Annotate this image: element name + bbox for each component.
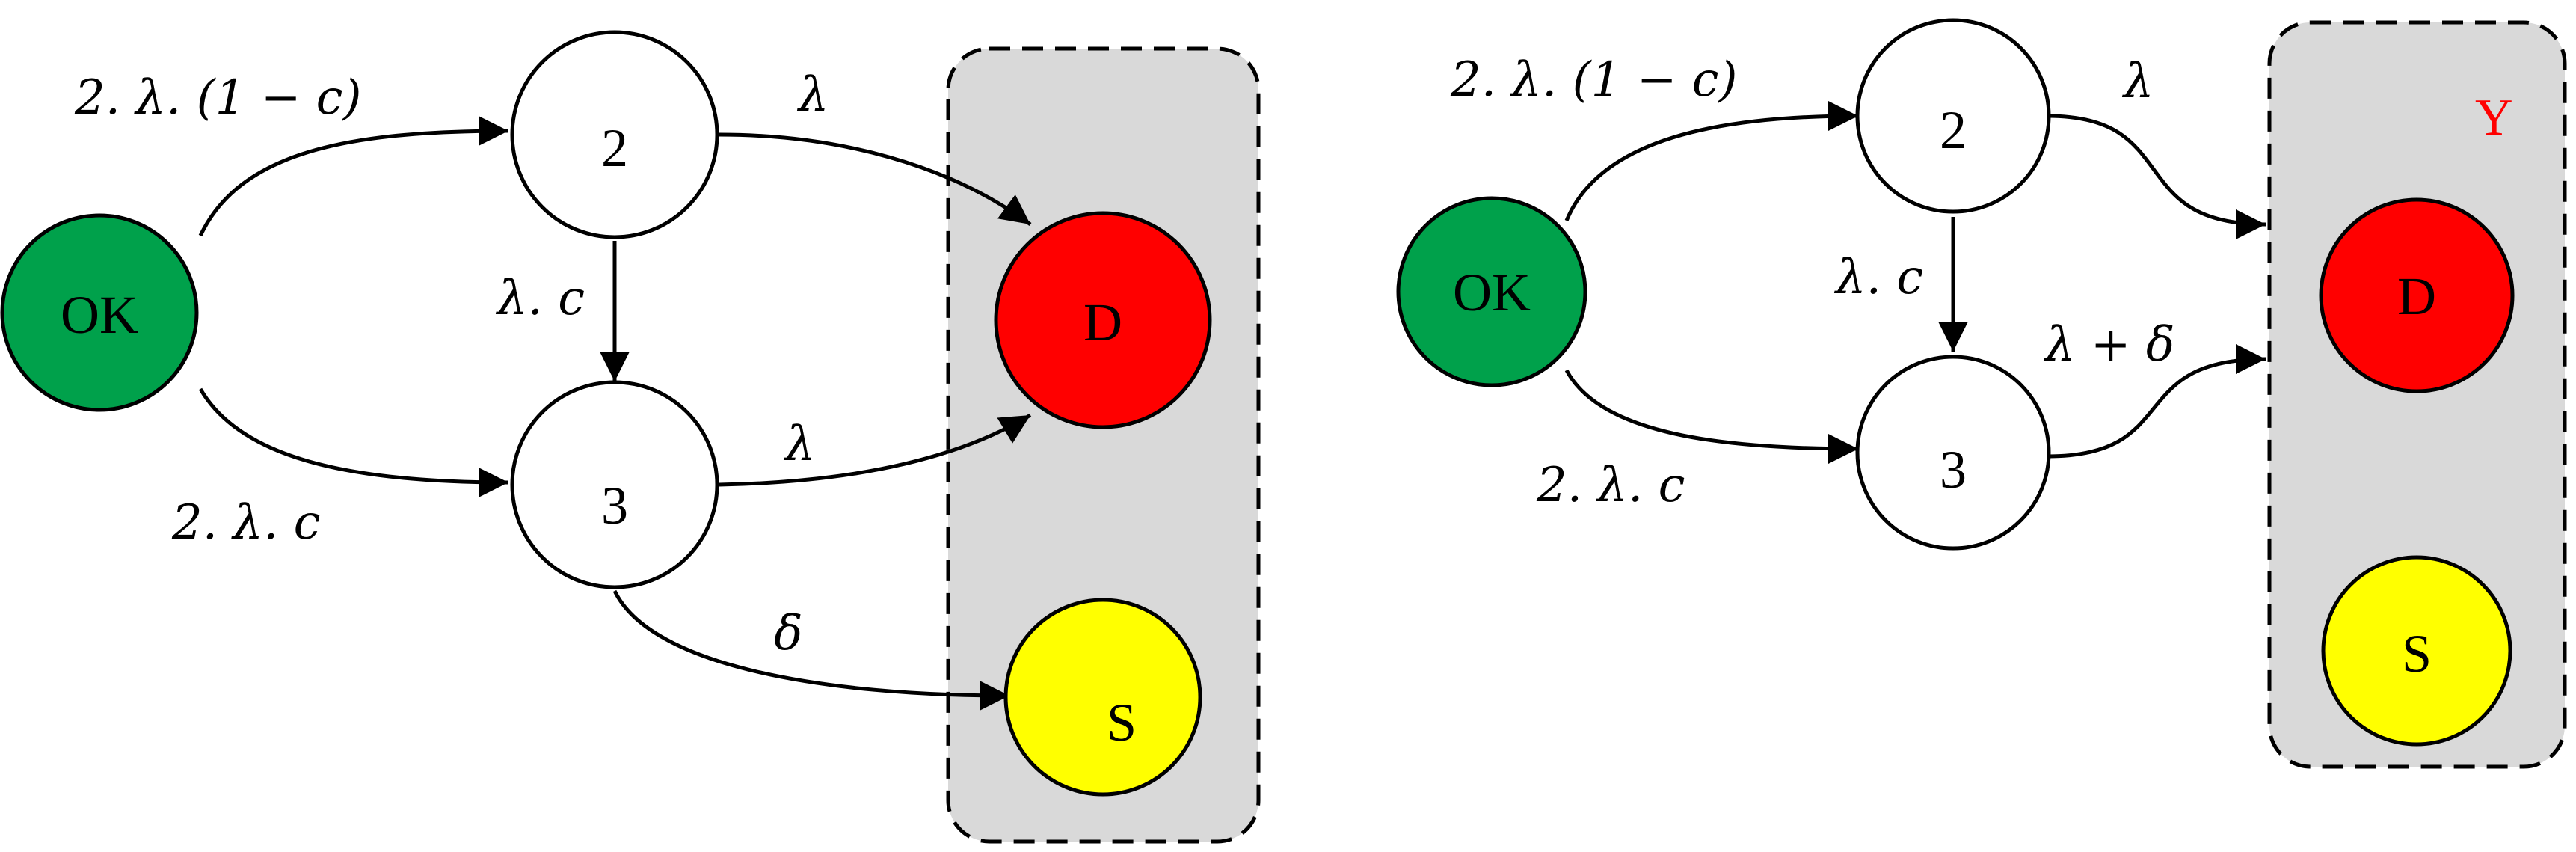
right-rate-2-to-3: λ. c (1833, 250, 1923, 305)
left-label-d: D (1083, 292, 1122, 352)
right-group-label: Y (2475, 89, 2513, 147)
right-rate-ok-to-2: 2. λ. (1 − c) (1450, 52, 1737, 108)
left-rate-3-to-s: δ (774, 606, 803, 661)
left-node-ok (0, 213, 199, 412)
right-node-s (2321, 555, 2512, 747)
left-edge-3-to-s (612, 589, 1010, 711)
right-label-ok: OK (1453, 263, 1531, 322)
right-node-d (2319, 197, 2515, 393)
left-label-2: 2 (601, 118, 628, 178)
right-absorbing-group (2267, 20, 2567, 769)
right-node-ok (1396, 196, 1587, 387)
right-label-d: D (2397, 266, 2436, 326)
left-label-s: S (1107, 693, 1137, 753)
right-rate-3-to-group: λ + δ (2043, 317, 2174, 373)
right-label-2: 2 (1940, 100, 1967, 160)
left-rate-3-to-d: λ (783, 417, 816, 472)
right-diagram: Y OK 2 3 D S 2. λ. (1 − c) 2. λ. c λ. c … (1396, 18, 2567, 769)
left-edge-2-to-d (719, 132, 1032, 227)
right-edge-2-to-group (2047, 114, 2266, 239)
right-node-2 (1855, 18, 2051, 214)
left-rate-2-to-3: λ. c (495, 271, 585, 326)
left-node-s (1003, 598, 1202, 797)
left-node-3 (510, 380, 719, 589)
right-node-3 (1855, 355, 2051, 551)
right-label-s: S (2402, 624, 2432, 684)
right-rate-ok-to-3: 2. λ. c (1536, 458, 1685, 513)
left-edge-ok-to-3 (198, 387, 509, 497)
left-node-2 (510, 30, 719, 239)
right-edge-3-to-group (2047, 344, 2266, 459)
left-diagram: OK 2 3 D S 2. λ. (1 − c) 2. λ. c λ. c λ … (0, 30, 1261, 844)
left-rate-ok-to-3: 2. λ. c (171, 495, 321, 551)
right-edge-ok-to-3 (1564, 369, 1859, 464)
right-edge-ok-to-2 (1564, 101, 1859, 221)
left-rate-2-to-d: λ (796, 67, 829, 123)
left-rate-ok-to-2: 2. λ. (1 − c) (74, 70, 361, 126)
left-edge-ok-to-2 (198, 116, 509, 237)
left-node-d (994, 211, 1212, 429)
right-label-3: 3 (1940, 440, 1967, 500)
left-label-3: 3 (601, 476, 628, 536)
left-label-ok: OK (61, 285, 138, 345)
left-edge-3-to-d (719, 413, 1032, 487)
right-rate-2-to-group: λ (2121, 54, 2154, 109)
